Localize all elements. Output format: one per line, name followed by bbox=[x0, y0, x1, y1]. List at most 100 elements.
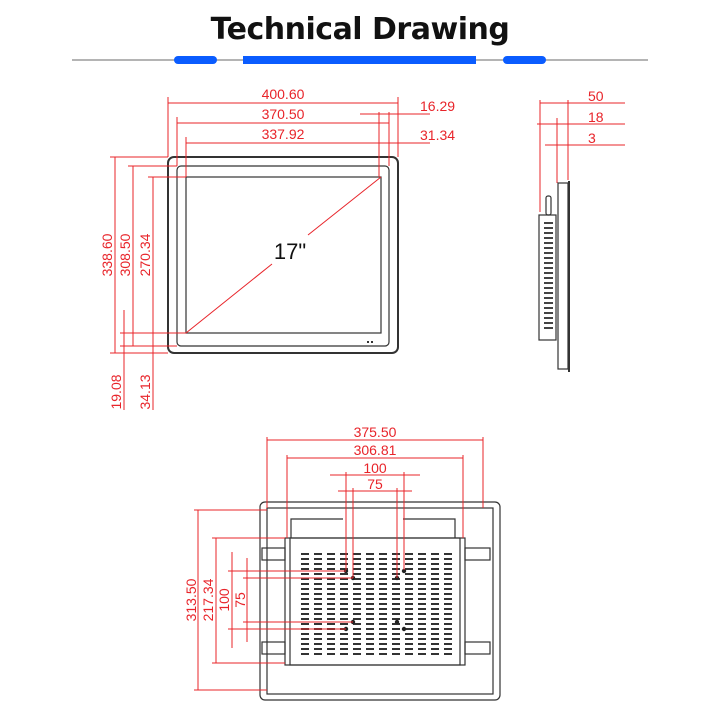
vent-slot bbox=[379, 588, 387, 590]
vent-slot bbox=[431, 598, 439, 600]
vent-slot bbox=[392, 573, 400, 575]
vent-slot bbox=[392, 608, 400, 610]
vent-slot bbox=[431, 603, 439, 605]
dim-width-bezel: 370.50 bbox=[262, 106, 305, 122]
vent-slot bbox=[366, 608, 374, 610]
side-vents bbox=[544, 222, 553, 329]
vent-slot bbox=[314, 603, 322, 605]
vent-slot bbox=[418, 588, 426, 590]
dim-height-outer: 338.60 bbox=[99, 233, 115, 276]
vent-slot bbox=[431, 558, 439, 560]
vent-slot bbox=[340, 553, 348, 555]
vent-slot bbox=[353, 553, 361, 555]
vent-slot bbox=[379, 638, 387, 640]
vent-slot bbox=[327, 608, 335, 610]
vent-slot bbox=[353, 568, 361, 570]
dim-vesa-100-h: 100 bbox=[363, 460, 387, 476]
vent-slot bbox=[392, 638, 400, 640]
vent-slot bbox=[392, 563, 400, 565]
dim-depth-total: 50 bbox=[588, 88, 604, 104]
vent-slot bbox=[301, 578, 309, 580]
vent-slot bbox=[418, 623, 426, 625]
vent-slot bbox=[327, 583, 335, 585]
vent-slot bbox=[340, 613, 348, 615]
vent-slot bbox=[418, 558, 426, 560]
vesa-hole bbox=[401, 568, 407, 574]
vent-slot bbox=[405, 568, 413, 570]
vent-slot bbox=[392, 628, 400, 630]
dim-vesa-100-v: 100 bbox=[216, 588, 232, 612]
vent-slot bbox=[366, 613, 374, 615]
vent-slot bbox=[379, 583, 387, 585]
vent-slot bbox=[353, 633, 361, 635]
vent-slot bbox=[444, 573, 452, 575]
vent-slot bbox=[405, 593, 413, 595]
vent-slot bbox=[431, 573, 439, 575]
vent-slot bbox=[379, 653, 387, 655]
vent-slot bbox=[431, 618, 439, 620]
vent-slot bbox=[444, 563, 452, 565]
vent-slot bbox=[405, 618, 413, 620]
vent-slot bbox=[379, 618, 387, 620]
vent-slot bbox=[392, 553, 400, 555]
vent-slot bbox=[418, 653, 426, 655]
vent-slot bbox=[301, 588, 309, 590]
vent-slot bbox=[327, 558, 335, 560]
vent-slot bbox=[340, 578, 348, 580]
vent-slot bbox=[544, 237, 553, 239]
vent-slot bbox=[353, 638, 361, 640]
dim-offset-bottom-b: 34.13 bbox=[137, 374, 153, 409]
vent-slot bbox=[314, 583, 322, 585]
vent-slot bbox=[340, 648, 348, 650]
vent-slot bbox=[544, 287, 553, 289]
vent-slot bbox=[301, 593, 309, 595]
vent-slot bbox=[379, 633, 387, 635]
vent-slot bbox=[405, 613, 413, 615]
vent-slot bbox=[544, 227, 553, 229]
dim-offset-bottom-a: 19.08 bbox=[108, 374, 124, 409]
vent-slot bbox=[379, 573, 387, 575]
dim-offset-a: 16.29 bbox=[420, 98, 455, 114]
dim-back-width-outer: 375.50 bbox=[354, 424, 397, 440]
vent-slot bbox=[444, 588, 452, 590]
vent-slot bbox=[418, 628, 426, 630]
vent-slot bbox=[418, 553, 426, 555]
vent-slot bbox=[544, 262, 553, 264]
vent-slot bbox=[418, 563, 426, 565]
vent-slot bbox=[353, 623, 361, 625]
vent-slot bbox=[431, 563, 439, 565]
vent-slot bbox=[544, 252, 553, 254]
vesa-hole bbox=[394, 619, 400, 625]
vent-slot bbox=[392, 603, 400, 605]
vent-slot bbox=[379, 598, 387, 600]
dim-vesa-75-v: 75 bbox=[232, 592, 248, 608]
vent-slot bbox=[379, 643, 387, 645]
vent-slot bbox=[444, 583, 452, 585]
vent-slot bbox=[405, 603, 413, 605]
vent-slot bbox=[444, 558, 452, 560]
vent-slot bbox=[431, 623, 439, 625]
vent-slot bbox=[366, 568, 374, 570]
vent-slot bbox=[353, 578, 361, 580]
vent-slot bbox=[544, 317, 553, 319]
vent-slot bbox=[405, 588, 413, 590]
vent-slot bbox=[366, 623, 374, 625]
vent-slot bbox=[314, 598, 322, 600]
vent-slot bbox=[301, 598, 309, 600]
vent-slot bbox=[418, 648, 426, 650]
vent-slot bbox=[379, 563, 387, 565]
vent-slot bbox=[431, 588, 439, 590]
vent-slot bbox=[327, 603, 335, 605]
vent-slot bbox=[544, 292, 553, 294]
vent-slot bbox=[418, 573, 426, 575]
vent-slot bbox=[431, 608, 439, 610]
vent-slot bbox=[340, 558, 348, 560]
vent-slot bbox=[366, 578, 374, 580]
vent-slot bbox=[314, 643, 322, 645]
vent-slot bbox=[431, 578, 439, 580]
vent-slot bbox=[431, 593, 439, 595]
vent-slot bbox=[431, 583, 439, 585]
vent-slot bbox=[379, 578, 387, 580]
vent-slot bbox=[340, 598, 348, 600]
vent-slot bbox=[405, 563, 413, 565]
